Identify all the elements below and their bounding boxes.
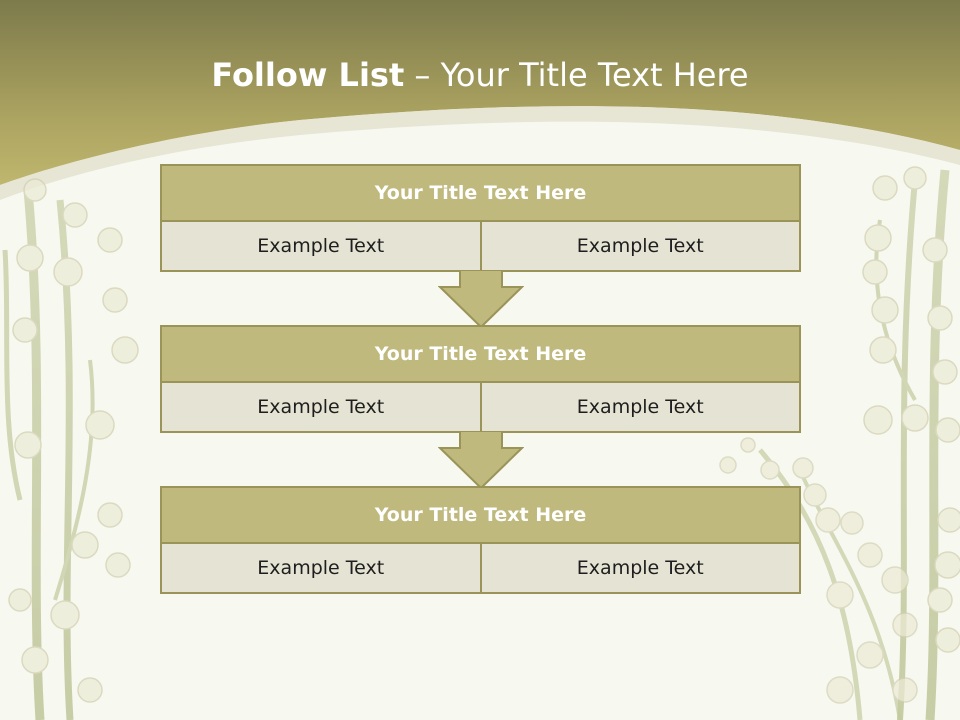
lily-of-the-valley-flowers-left — [2, 178, 139, 720]
step-block-row: Example Text Example Text — [160, 544, 801, 594]
step-block-2: Your Title Text Here Example Text Exampl… — [160, 325, 801, 433]
header-swoosh — [0, 106, 960, 200]
step-cell-right: Example Text — [479, 222, 799, 270]
step-cell-left: Example Text — [162, 222, 480, 270]
down-arrow-1 — [438, 270, 524, 328]
step-cell-right: Example Text — [479, 544, 799, 592]
header-band — [0, 0, 960, 185]
down-arrow-2 — [438, 431, 524, 489]
step-block-3: Your Title Text Here Example Text Exampl… — [160, 486, 801, 594]
step-block-title: Your Title Text Here — [160, 486, 801, 544]
slide-title: Follow List – Your Title Text Here — [0, 46, 960, 104]
step-block-1: Your Title Text Here Example Text Exampl… — [160, 164, 801, 272]
slide-title-rest: – Your Title Text Here — [414, 56, 749, 94]
step-block-title: Your Title Text Here — [160, 164, 801, 222]
lily-of-the-valley-flowers-right — [862, 166, 960, 720]
step-block-row: Example Text Example Text — [160, 383, 801, 433]
step-block-title: Your Title Text Here — [160, 325, 801, 383]
step-cell-left: Example Text — [162, 383, 480, 431]
step-cell-right: Example Text — [479, 383, 799, 431]
step-cell-left: Example Text — [162, 544, 480, 592]
slide-title-bold: Follow List — [211, 56, 405, 94]
lily-of-the-valley-flowers-bottom-right — [719, 437, 918, 720]
step-block-row: Example Text Example Text — [160, 222, 801, 272]
